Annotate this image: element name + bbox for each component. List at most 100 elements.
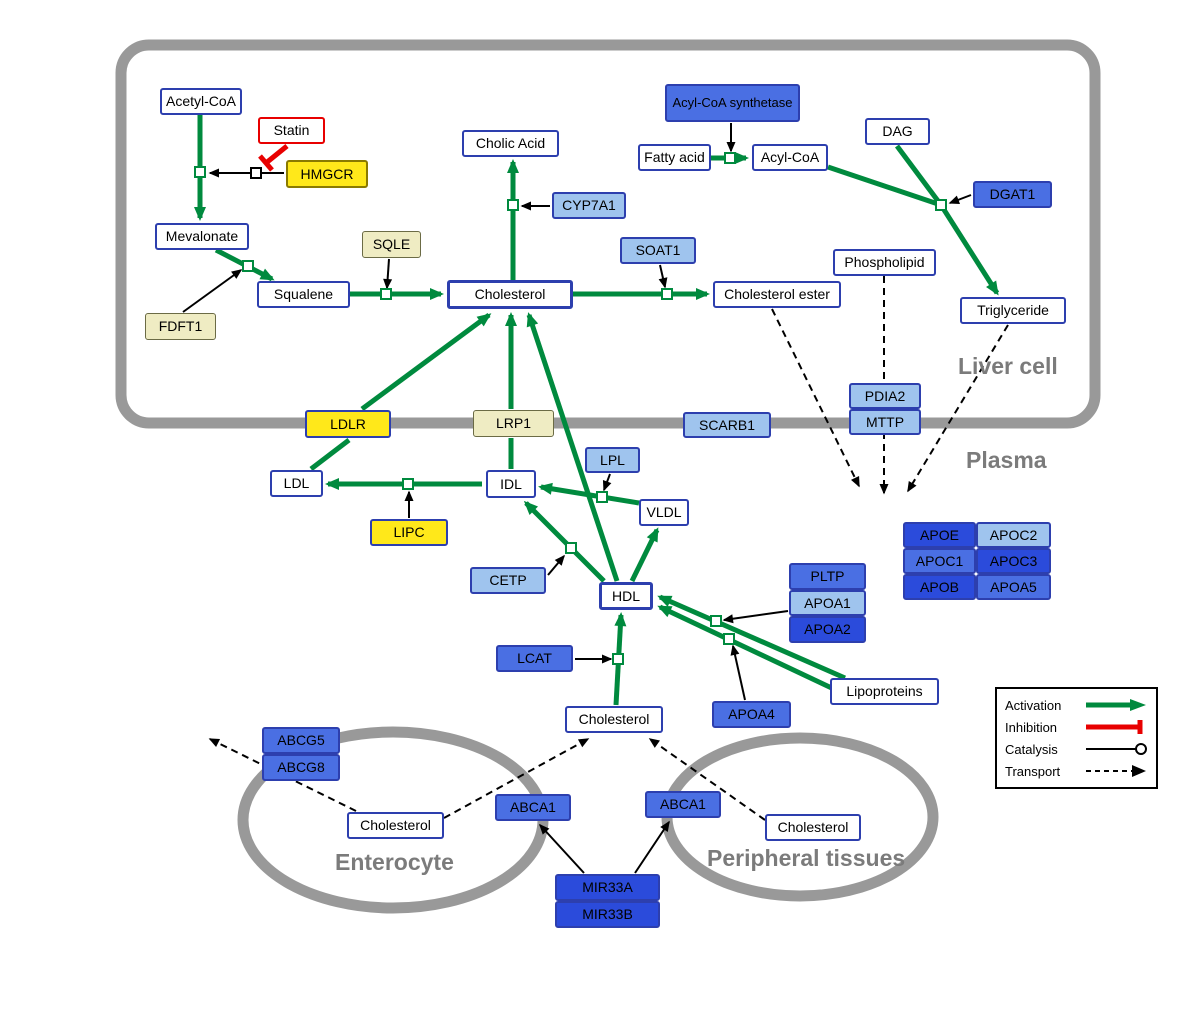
edge-junction-triglyceride bbox=[938, 203, 1000, 296]
reaction-node bbox=[596, 491, 608, 503]
node-cetp[interactable]: CETP bbox=[470, 567, 546, 594]
node-cholesterol-peripheral[interactable]: Cholesterol bbox=[765, 814, 861, 841]
reaction-node bbox=[710, 615, 722, 627]
catalysis-soat1 bbox=[658, 264, 668, 289]
transport-enterocyte-to-plasma-cholesterol bbox=[443, 738, 590, 819]
node-dag[interactable]: DAG bbox=[865, 118, 930, 145]
catalysis-port-square bbox=[250, 167, 262, 179]
edge-lipoproteins-hdl-1 bbox=[657, 594, 847, 681]
node-apob[interactable]: APOB bbox=[903, 574, 976, 600]
node-abca1-right[interactable]: ABCA1 bbox=[645, 791, 721, 818]
node-apoa4[interactable]: APOA4 bbox=[712, 701, 791, 728]
node-cholesterol-plasma[interactable]: Cholesterol bbox=[565, 706, 663, 733]
inhibition-edges bbox=[258, 144, 289, 172]
node-scarb1[interactable]: SCARB1 bbox=[683, 412, 771, 438]
reaction-node bbox=[723, 633, 735, 645]
node-cholesterol-liver[interactable]: Cholesterol bbox=[447, 280, 573, 309]
node-acyl-coa-synthetase[interactable]: Acyl-CoA synthetase bbox=[665, 84, 800, 122]
reaction-node bbox=[402, 478, 414, 490]
catalysis-dgat1 bbox=[948, 194, 972, 205]
catalysis-lpl bbox=[602, 473, 612, 492]
catalysis-apoa1-apoa2 bbox=[722, 610, 789, 624]
node-abcg5[interactable]: ABCG5 bbox=[262, 727, 340, 754]
legend-activation: Activation bbox=[1005, 696, 1148, 714]
node-pdia2[interactable]: PDIA2 bbox=[849, 383, 921, 409]
liver-cell-label: Liver cell bbox=[958, 353, 1058, 379]
node-lrp1[interactable]: LRP1 bbox=[473, 410, 554, 437]
node-squalene[interactable]: Squalene bbox=[257, 281, 350, 308]
reaction-node bbox=[242, 260, 254, 272]
node-mir33b[interactable]: MIR33B bbox=[555, 901, 660, 928]
node-apoc1[interactable]: APOC1 bbox=[903, 548, 976, 574]
inhibition-statin-line bbox=[264, 144, 289, 165]
node-apoc2[interactable]: APOC2 bbox=[976, 522, 1051, 548]
reaction-node bbox=[724, 152, 736, 164]
node-lipc[interactable]: LIPC bbox=[370, 519, 448, 546]
node-abcg8[interactable]: ABCG8 bbox=[262, 754, 340, 781]
catalysis-apoa4 bbox=[730, 644, 746, 701]
node-vldl[interactable]: VLDL bbox=[639, 499, 689, 526]
transport-enterocyte-cholesterol-export bbox=[208, 738, 357, 812]
node-mir33a[interactable]: MIR33A bbox=[555, 874, 660, 901]
node-lcat[interactable]: LCAT bbox=[496, 645, 573, 672]
node-apoc3[interactable]: APOC3 bbox=[976, 548, 1051, 574]
node-apoe[interactable]: APOE bbox=[903, 522, 976, 548]
node-hdl[interactable]: HDL bbox=[599, 582, 653, 610]
node-ldlr[interactable]: LDLR bbox=[305, 410, 391, 438]
legend-inhibition: Inhibition bbox=[1005, 718, 1148, 736]
reaction-node bbox=[507, 199, 519, 211]
node-cholesterol-enterocyte[interactable]: Cholesterol bbox=[347, 812, 444, 839]
edge-ldl-ldlr bbox=[309, 438, 351, 471]
node-triglyceride[interactable]: Triglyceride bbox=[960, 297, 1066, 324]
legend-transport-label: Transport bbox=[1005, 763, 1061, 779]
inhibition-tbar-icon bbox=[1086, 720, 1143, 734]
reaction-node bbox=[612, 653, 624, 665]
catalysis-mir33-abca1-right bbox=[634, 820, 670, 874]
node-sqle[interactable]: SQLE bbox=[362, 231, 421, 258]
node-acetyl-coa[interactable]: Acetyl-CoA bbox=[160, 88, 242, 115]
node-mttp[interactable]: MTTP bbox=[849, 409, 921, 435]
reaction-node bbox=[565, 542, 577, 554]
node-lipoproteins[interactable]: Lipoproteins bbox=[830, 678, 939, 705]
reaction-node bbox=[380, 288, 392, 300]
activation-arrow-icon bbox=[1086, 699, 1146, 711]
node-ldl[interactable]: LDL bbox=[270, 470, 323, 497]
node-cholic-acid[interactable]: Cholic Acid bbox=[462, 130, 559, 157]
node-apoa5[interactable]: APOA5 bbox=[976, 574, 1051, 600]
node-apoa1[interactable]: APOA1 bbox=[789, 590, 866, 616]
catalysis-mir33-abca1-left bbox=[538, 823, 585, 874]
legend-transport: Transport bbox=[1005, 762, 1148, 780]
node-fdft1[interactable]: FDFT1 bbox=[145, 313, 216, 340]
node-apoa2[interactable]: APOA2 bbox=[789, 616, 866, 643]
catalysis-circle-icon bbox=[1086, 743, 1147, 755]
catalysis-fdft1 bbox=[182, 269, 243, 313]
node-cyp7a1[interactable]: CYP7A1 bbox=[552, 192, 626, 219]
node-pltp[interactable]: PLTP bbox=[789, 563, 866, 590]
reaction-node bbox=[194, 166, 206, 178]
node-cholesterol-ester[interactable]: Cholesterol ester bbox=[713, 281, 841, 308]
reaction-node bbox=[935, 199, 947, 211]
node-idl[interactable]: IDL bbox=[486, 470, 536, 498]
node-phospholipid[interactable]: Phospholipid bbox=[833, 249, 936, 276]
node-mevalonate[interactable]: Mevalonate bbox=[155, 223, 249, 250]
edge-dag-junction bbox=[894, 144, 944, 207]
legend: Activation Inhibition Catalysis Transpor… bbox=[995, 687, 1158, 789]
node-hmgcr[interactable]: HMGCR bbox=[286, 160, 368, 188]
node-soat1[interactable]: SOAT1 bbox=[620, 237, 696, 264]
node-fatty-acid[interactable]: Fatty acid bbox=[638, 144, 711, 171]
edge-acylcoa-junction bbox=[827, 164, 942, 208]
edge-hdl-vldl bbox=[629, 527, 660, 583]
node-dgat1[interactable]: DGAT1 bbox=[973, 181, 1052, 208]
catalysis-edges bbox=[182, 123, 972, 874]
plasma-label: Plasma bbox=[966, 447, 1047, 473]
node-acyl-coa[interactable]: Acyl-CoA bbox=[752, 144, 828, 171]
transport-dashed-arrow-icon bbox=[1086, 765, 1146, 777]
node-statin[interactable]: Statin bbox=[258, 117, 325, 144]
node-lpl[interactable]: LPL bbox=[585, 447, 640, 473]
edge-ldlr-cholesterol bbox=[360, 312, 492, 412]
legend-activation-label: Activation bbox=[1005, 697, 1062, 713]
reaction-node bbox=[661, 288, 673, 300]
node-abca1-left[interactable]: ABCA1 bbox=[495, 794, 571, 821]
